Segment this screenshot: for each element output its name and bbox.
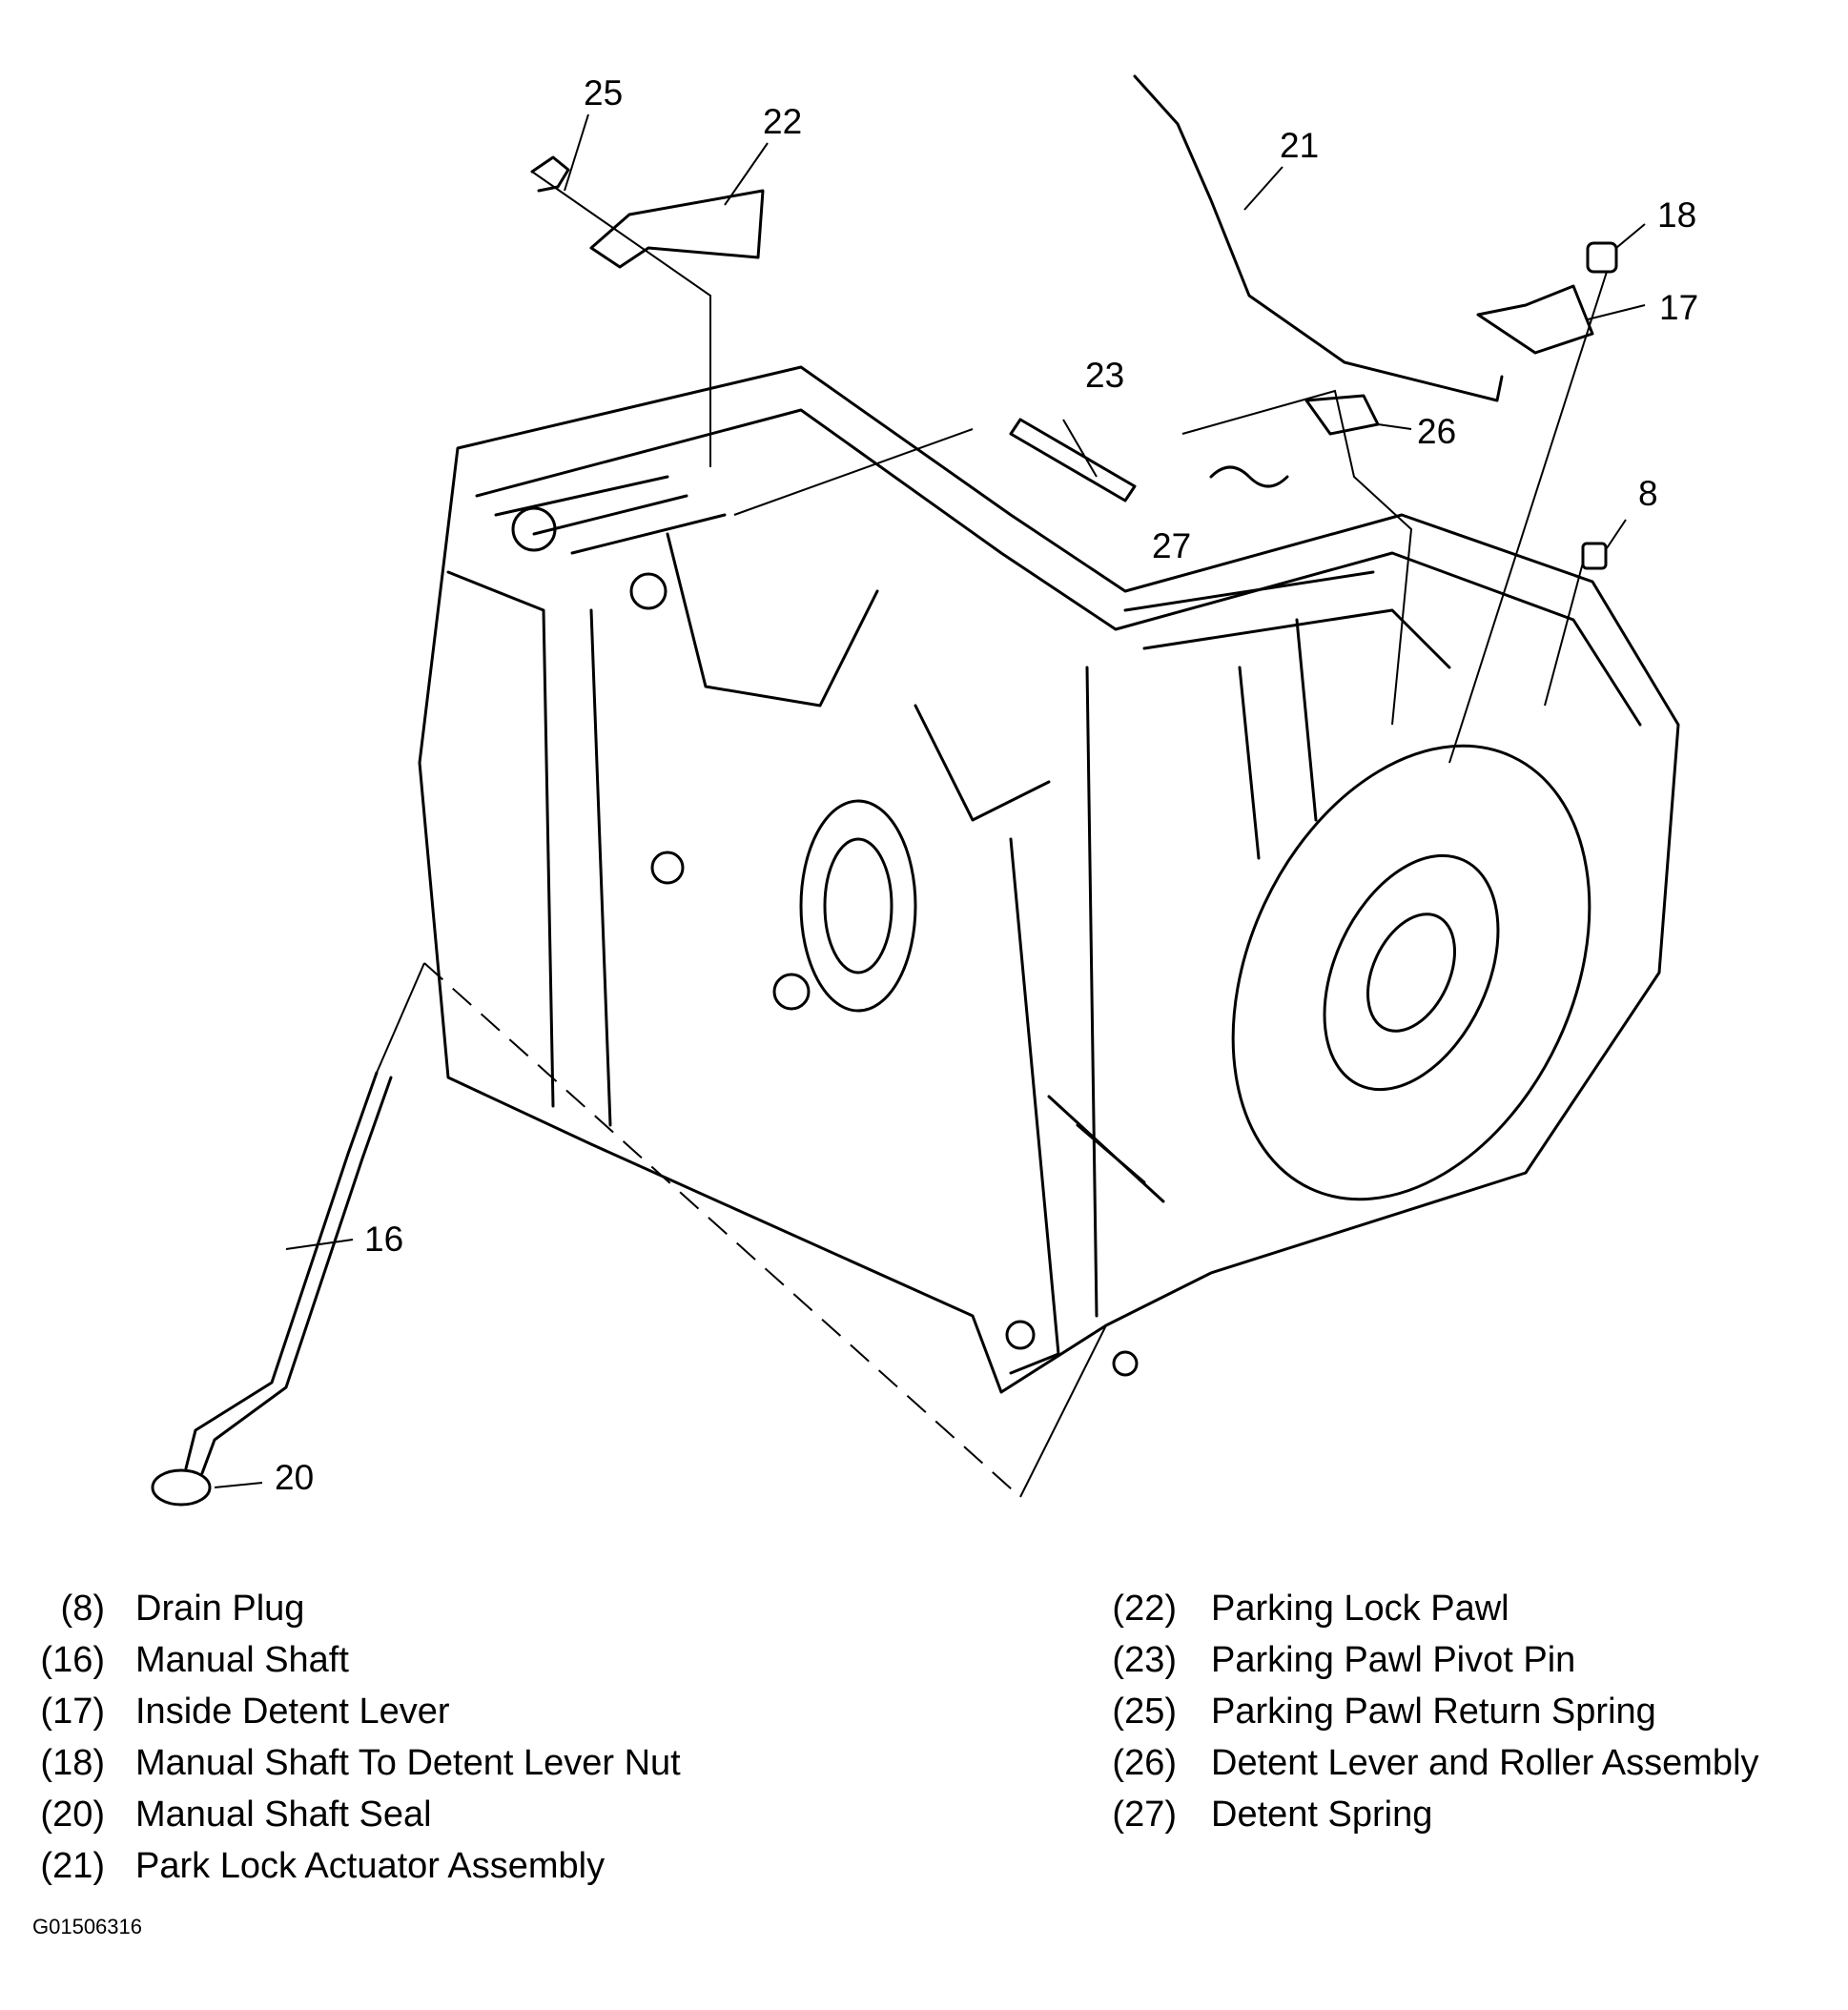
legend-label: Detent Spring [1211,1794,1433,1835]
callout-18: 18 [1657,195,1696,235]
legend-item: (20) Manual Shaft Seal [29,1789,681,1840]
figure-id: G01506316 [32,1915,142,1938]
callout-26: 26 [1417,412,1456,451]
callout-8: 8 [1638,474,1658,513]
legend-number: (27) [1112,1794,1177,1835]
transmission-case [418,365,1680,1394]
parts-legend: (8) Drain Plug (16) Manual Shaft (17) Insid… [0,1583,1848,1897]
nut-part [1586,241,1618,274]
return-spring-part [530,155,570,193]
legend-label: Manual Shaft [135,1639,349,1680]
manual-shaft-part [184,1071,393,1475]
legend-label: Manual Shaft To Detent Lever Nut [135,1742,681,1783]
legend-number: (20) [40,1794,105,1835]
legend-label: Detent Lever and Roller Assembly [1211,1742,1759,1783]
callout-22: 22 [763,102,802,141]
legend-item: (8) Drain Plug [29,1583,681,1634]
legend-label: Inside Detent Lever [135,1691,450,1732]
callout-23: 23 [1085,356,1124,395]
callout-27: 27 [1152,526,1191,565]
legend-column-left: (8) Drain Plug (16) Manual Shaft (17) Insid… [29,1583,681,1892]
drain-plug-part [1581,542,1608,570]
legend-item: (21) Park Lock Actuator Assembly [29,1840,681,1892]
legend-number: (18) [40,1742,105,1783]
callout-25: 25 [584,73,623,113]
legend-number: (26) [1112,1742,1177,1783]
legend-number: (21) [40,1845,105,1886]
callout-17: 17 [1659,288,1698,327]
legend-item: (17) Inside Detent Lever [29,1686,681,1737]
legend-item: (23) Parking Pawl Pivot Pin [1087,1634,1759,1686]
legend-label: Parking Lock Pawl [1211,1588,1509,1629]
exploded-view-drawing: 25 22 21 18 17 23 26 27 8 16 20 [151,73,1698,1507]
legend-label: Parking Pawl Pivot Pin [1211,1639,1576,1680]
legend-label: Drain Plug [135,1588,305,1629]
legend-item: (25) Parking Pawl Return Spring [1087,1686,1759,1737]
legend-label: Manual Shaft Seal [135,1794,432,1835]
parking-pawl-part [589,189,765,269]
roller-assembly-part [1304,394,1380,436]
legend-item: (22) Parking Lock Pawl [1087,1583,1759,1634]
legend-label: Parking Pawl Return Spring [1211,1691,1656,1732]
detent-lever-part [1476,284,1594,355]
legend-number: (22) [1112,1588,1177,1629]
legend-number: (23) [1112,1639,1177,1680]
callout-20: 20 [275,1458,314,1497]
leader-lines [214,113,1646,1498]
legend-label: Park Lock Actuator Assembly [135,1845,606,1886]
legend-item: (26) Detent Lever and Roller Assembly [1087,1737,1759,1789]
legend-item: (16) Manual Shaft [29,1634,681,1686]
detent-spring-part [1209,465,1289,488]
legend-item: (18) Manual Shaft To Detent Lever Nut [29,1737,681,1789]
legend-number: (8) [60,1588,105,1629]
legend-column-right: (22) Parking Lock Pawl (23) Parking Pawl P… [1087,1583,1759,1840]
legend-number: (17) [40,1691,105,1732]
callout-21: 21 [1280,126,1319,165]
legend-item: (27) Detent Spring [1087,1789,1759,1840]
shaft-seal-part [151,1468,212,1507]
actuator-cable-part [1133,74,1504,402]
legend-number: (16) [40,1639,105,1680]
pivot-pin-part [1009,418,1137,502]
legend-number: (25) [1112,1691,1177,1732]
callout-16: 16 [364,1220,403,1259]
